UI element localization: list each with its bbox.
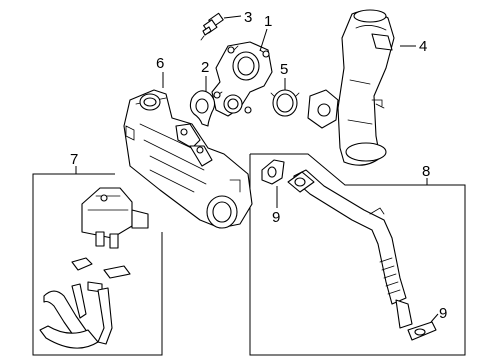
group-box-8 (249, 153, 466, 356)
part-8-egr-tube (287, 169, 413, 329)
part-9-gasket-upper (261, 159, 285, 185)
callout-9-lower: 9 (439, 305, 447, 322)
part-9-gasket-lower (407, 321, 437, 341)
part-7-hoses (39, 283, 113, 349)
callout-5: 5 (280, 61, 288, 78)
group-box-7 (32, 173, 163, 356)
callout-1: 1 (264, 13, 272, 30)
callout-8: 8 (422, 163, 430, 180)
callout-9-upper: 9 (272, 209, 280, 226)
part-5-gasket-ring (270, 89, 300, 117)
part-1-egr-valve (211, 41, 273, 117)
part-7-pressure-sensor (81, 187, 149, 249)
part-2-gasket (189, 90, 216, 127)
part-3-sensor (200, 12, 224, 41)
callout-6: 6 (156, 55, 164, 72)
part-6-egr-cooler (123, 89, 253, 229)
callout-4: 4 (419, 38, 427, 55)
part-4-intake-pipe (307, 9, 395, 166)
leader-lines (75, 15, 439, 323)
callout-3: 3 (244, 9, 252, 26)
callout-2: 2 (201, 59, 209, 76)
callout-7: 7 (70, 151, 78, 168)
